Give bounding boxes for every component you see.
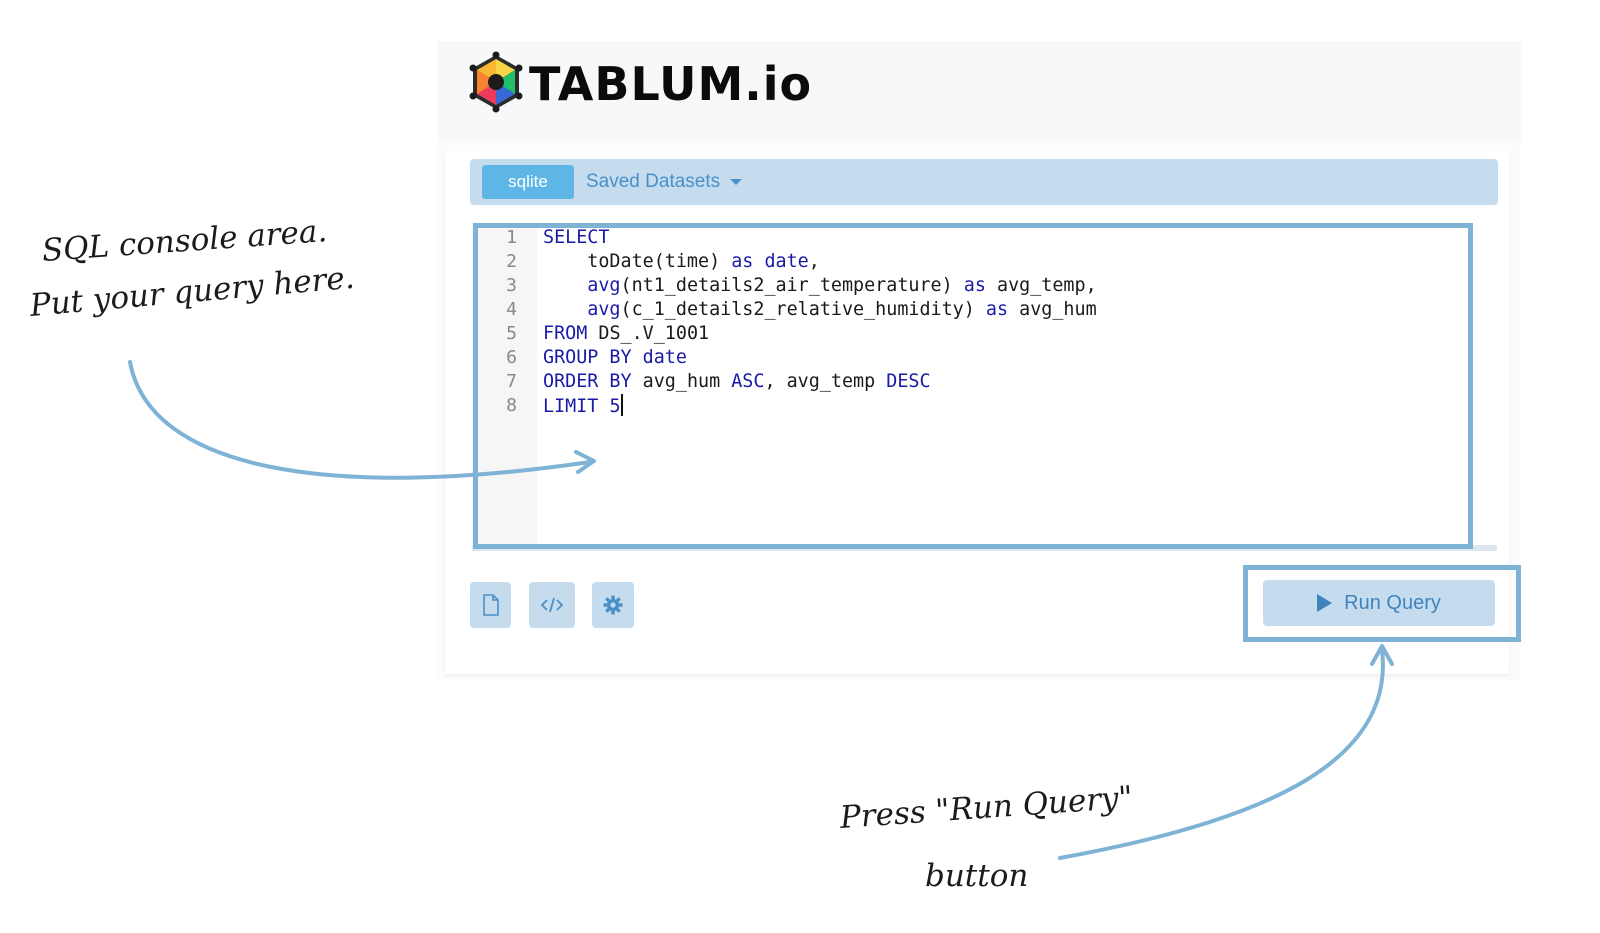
sql-keyword: avg: [543, 299, 621, 320]
annotation-run-line2: button: [925, 858, 1029, 894]
sql-keyword: as: [985, 299, 1009, 320]
code-line: GROUP BY date: [543, 346, 687, 370]
line-number: 4: [506, 299, 517, 320]
code-line: toDate(time) as date,: [543, 250, 820, 274]
sql-token: ,: [808, 251, 820, 272]
sql-keyword: LIMIT: [543, 396, 599, 417]
sql-keyword: avg: [543, 275, 621, 296]
code-icon: [540, 597, 564, 613]
line-number: 8: [506, 395, 517, 416]
app-header: TABLUM.io: [437, 41, 1521, 140]
brand-name: TABLUM.io: [529, 57, 812, 111]
saved-datasets-label: Saved Datasets: [586, 171, 721, 192]
sql-keyword: date: [642, 347, 687, 368]
line-number: 5: [506, 323, 517, 344]
sql-token: [753, 251, 764, 272]
sql-keyword: FROM: [543, 323, 588, 344]
sql-token: avg_temp,: [985, 275, 1097, 296]
annotation-run-line1: Press "Run Query": [838, 779, 1134, 836]
sql-keyword: 5: [609, 396, 621, 417]
annotation-console-line1: SQL console area.: [40, 213, 329, 269]
run-query-label: Run Query: [1344, 591, 1441, 614]
sql-token: avg_hum: [1008, 299, 1097, 320]
sql-keyword: as: [963, 275, 986, 296]
sql-token: [632, 347, 643, 368]
sql-keyword: DESC: [886, 371, 931, 392]
tablum-logo-icon: [469, 51, 523, 113]
brand-name-main: TABLUM: [529, 57, 745, 111]
code-line: avg(nt1_details2_air_temperature) as avg…: [543, 274, 1097, 298]
code-line: SELECT: [543, 226, 609, 250]
new-file-button[interactable]: [470, 582, 511, 628]
code-line: LIMIT 5: [543, 394, 623, 418]
code-line: avg(c_1_details2_relative_humidity) as a…: [543, 298, 1097, 322]
embed-code-button[interactable]: [529, 582, 575, 628]
sql-keyword: ORDER BY: [543, 371, 632, 392]
line-number: 3: [506, 275, 517, 296]
code-line: FROM DS_.V_1001: [543, 322, 709, 346]
line-number: 7: [506, 371, 517, 392]
sql-keyword: GROUP BY: [543, 347, 632, 368]
run-arrow: [1058, 648, 1385, 860]
sql-keyword: SELECT: [543, 227, 610, 248]
tab-sqlite[interactable]: sqlite: [482, 165, 574, 199]
sql-keyword: date: [764, 251, 809, 272]
sql-keyword: ASC: [731, 371, 765, 392]
settings-button[interactable]: [592, 582, 634, 628]
file-icon: [482, 594, 499, 616]
sql-token: (nt1_details2_air_temperature): [620, 275, 964, 296]
editor-toolbar: sqlite Saved Datasets: [470, 159, 1498, 205]
sql-keyword: as: [731, 251, 754, 272]
saved-datasets-dropdown[interactable]: Saved Datasets: [586, 165, 743, 199]
text-cursor: [620, 394, 623, 416]
sql-token: toDate(time): [543, 251, 732, 272]
annotation-console-line2: Put your query here.: [28, 259, 356, 324]
caret-down-icon: [730, 179, 743, 185]
sql-token: , avg_temp: [764, 371, 887, 392]
gear-icon: [603, 595, 623, 615]
play-icon: [1317, 594, 1333, 612]
brand-name-suffix: io: [762, 57, 813, 111]
sql-token: DS_.V_1001: [587, 323, 710, 344]
line-number: 1: [506, 227, 517, 248]
sql-token: (c_1_details2_relative_humidity): [620, 299, 986, 320]
sql-token: [598, 396, 609, 417]
sql-token: avg_hum: [631, 371, 732, 392]
line-number: 2: [506, 251, 517, 272]
line-number-gutter: 1 2 3 4 5 6 7 8: [472, 223, 537, 545]
code-line: ORDER BY avg_hum ASC, avg_temp DESC: [543, 370, 931, 394]
run-query-button[interactable]: Run Query: [1263, 580, 1495, 626]
brand-name-dot: .: [744, 57, 763, 111]
line-number: 6: [506, 347, 517, 368]
